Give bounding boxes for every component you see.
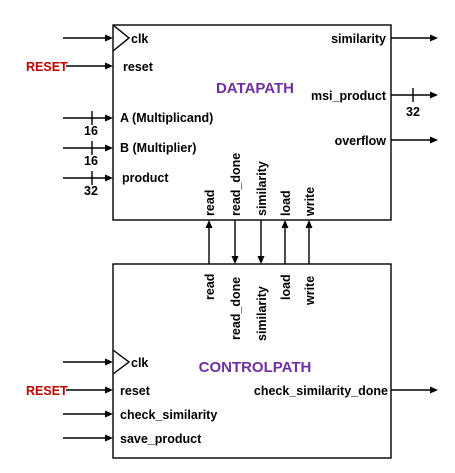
datapath-port-write: write (303, 187, 317, 217)
datapath-msi-product-output: msi_product 32 (311, 88, 438, 119)
datapath-block: DATAPATH clk RESET reset 16 A (Multiplic… (26, 24, 438, 221)
signal-read-done (231, 220, 239, 264)
datapath-port-read: read (203, 190, 217, 216)
controlpath-save-product-input: save_product (63, 432, 202, 446)
arrowhead (281, 220, 289, 228)
datapath-reset-source: RESET (26, 60, 68, 74)
interconnect-signals (205, 220, 313, 264)
arrowhead (105, 144, 113, 152)
controlpath-clk-input: clk (63, 356, 148, 370)
datapath-a-input: 16 A (Multiplicand) (63, 111, 213, 138)
controlpath-clock-symbol (112, 349, 131, 375)
datapath-product-input: 32 product (63, 171, 169, 198)
controlpath-port-read: read (203, 274, 217, 300)
arrowhead (105, 34, 113, 42)
datapath-box (112, 24, 392, 221)
datapath-overflow-label: overflow (335, 134, 387, 148)
controlpath-reset-source: RESET (26, 384, 68, 398)
datapath-product-width: 32 (84, 184, 98, 198)
datapath-msi-product-width: 32 (406, 105, 420, 119)
datapath-port-read-done: read_done (229, 153, 243, 216)
datapath-b-input: 16 B (Multiplier) (63, 141, 196, 168)
controlpath-port-similarity: similarity (255, 286, 269, 341)
controlpath-reset-input: RESET reset (26, 384, 151, 398)
arrowhead (430, 91, 438, 99)
arrowhead (430, 136, 438, 144)
datapath-title: DATAPATH (216, 80, 294, 97)
datapath-reset-label: reset (123, 60, 154, 74)
controlpath-block: CONTROLPATH read read_done similarity lo… (26, 263, 438, 459)
datapath-b-label: B (Multiplier) (120, 141, 196, 155)
datapath-b-width: 16 (84, 154, 98, 168)
datapath-similarity-output: similarity (331, 32, 438, 46)
controlpath-save-product-label: save_product (120, 432, 202, 446)
arrowhead (231, 256, 239, 264)
controlpath-clk-label: clk (131, 356, 148, 370)
datapath-port-similarity: similarity (255, 161, 269, 216)
arrowhead (105, 174, 113, 182)
arrowhead (430, 386, 438, 394)
datapath-a-label: A (Multiplicand) (120, 111, 213, 125)
controlpath-check-similarity-done-label: check_similarity_done (254, 384, 388, 398)
controlpath-reset-label: reset (120, 384, 151, 398)
datapath-msi-product-label: msi_product (311, 89, 387, 103)
arrowhead (430, 34, 438, 42)
arrowhead (257, 256, 265, 264)
datapath-similarity-label: similarity (331, 32, 386, 46)
datapath-port-load: load (279, 190, 293, 216)
signal-write (305, 220, 313, 264)
controlpath-box (112, 263, 392, 459)
controlpath-title: CONTROLPATH (199, 359, 312, 376)
datapath-clk-label: clk (131, 32, 148, 46)
controlpath-check-similarity-input: check_similarity (63, 408, 217, 422)
arrowhead (105, 114, 113, 122)
datapath-clk-input: clk (63, 32, 148, 46)
datapath-a-width: 16 (84, 124, 98, 138)
datapath-reset-input: RESET reset (26, 60, 154, 74)
arrowhead (105, 358, 113, 366)
arrowhead (105, 386, 113, 394)
arrowhead (105, 410, 113, 418)
datapath-overflow-output: overflow (335, 134, 438, 148)
controlpath-port-load: load (279, 274, 293, 300)
arrowhead (205, 220, 213, 228)
arrowhead (105, 62, 113, 70)
signal-read (205, 220, 213, 264)
arrowhead (305, 220, 313, 228)
controlpath-port-read-done: read_done (229, 277, 243, 340)
signal-similarity (257, 220, 265, 264)
arrowhead (105, 434, 113, 442)
controlpath-port-write: write (303, 276, 317, 306)
signal-load (281, 220, 289, 264)
controlpath-check-similarity-label: check_similarity (120, 408, 217, 422)
datapath-product-label: product (122, 171, 169, 185)
datapath-clock-symbol (112, 24, 131, 52)
controlpath-check-similarity-done-output: check_similarity_done (254, 384, 438, 398)
